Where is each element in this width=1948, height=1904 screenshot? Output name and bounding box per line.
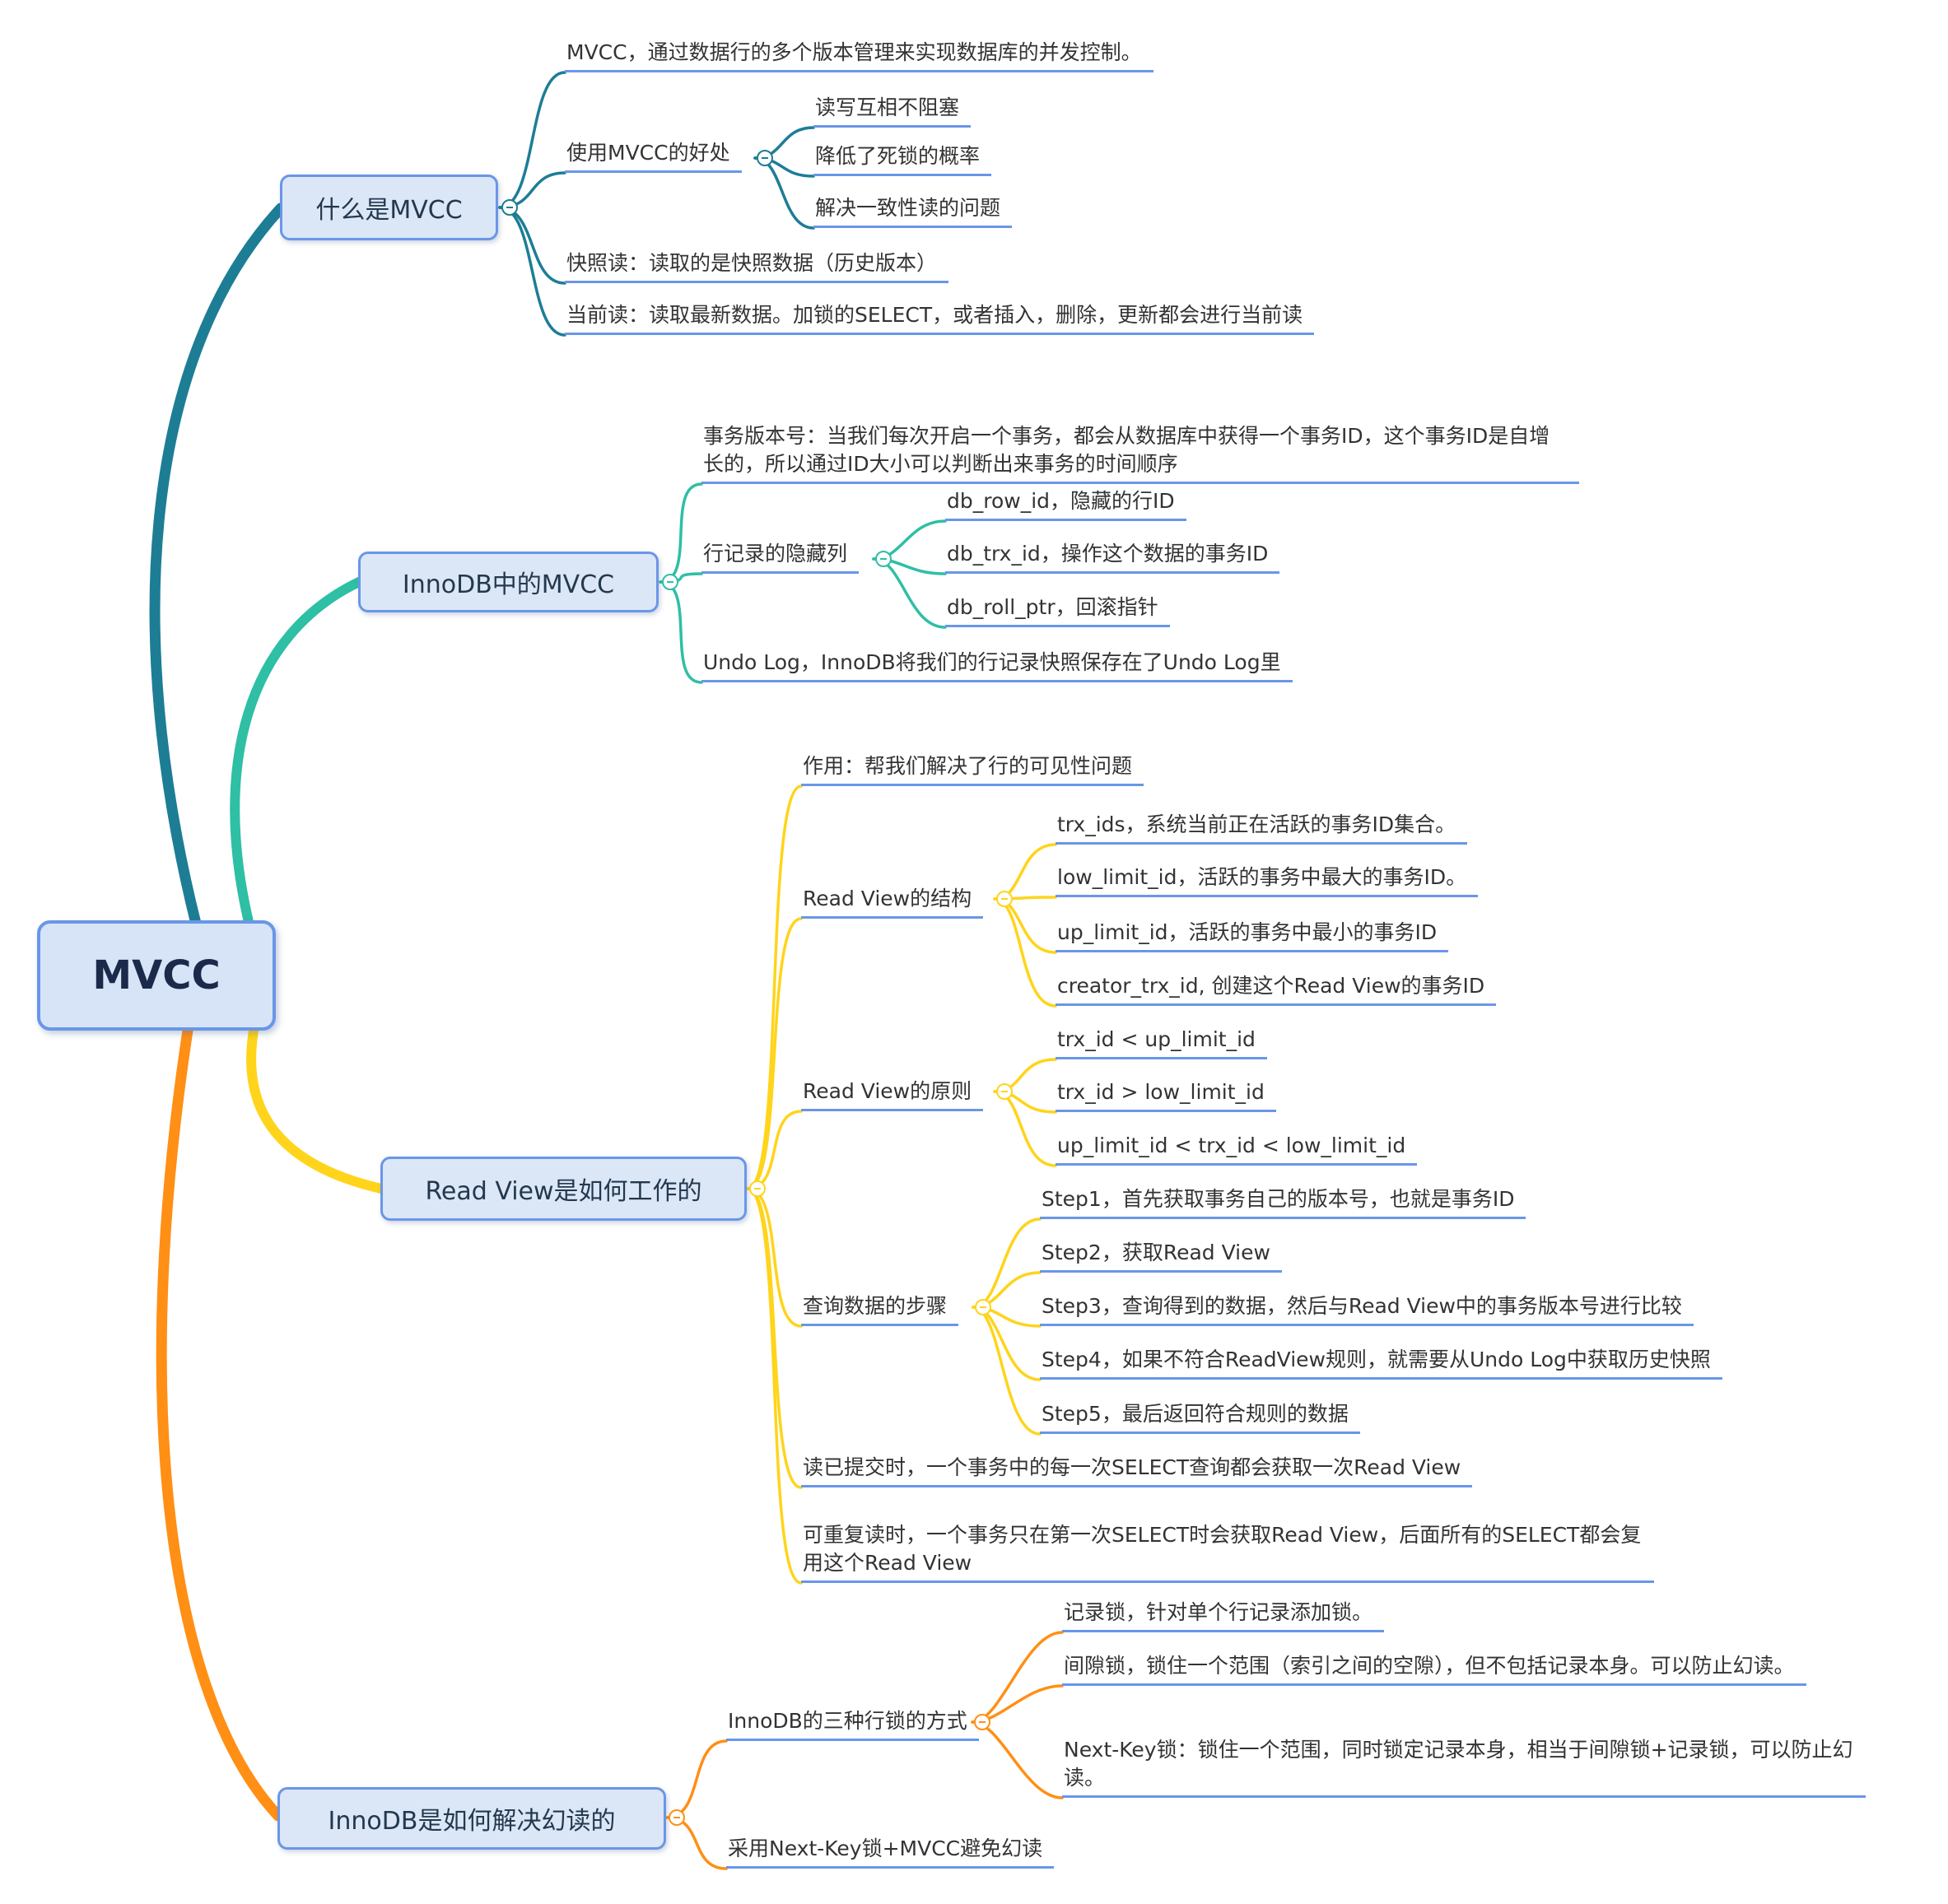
node-db-trx-id[interactable]: db_trx_id，操作这个数据的事务ID	[945, 540, 1280, 574]
node-creator-trx-id[interactable]: creator_trx_id, 创建这个Read View的事务ID	[1056, 972, 1497, 1006]
main-branch-curves	[149, 203, 386, 1822]
branch-curve-what-is-mvcc	[149, 203, 287, 929]
node-current-read[interactable]: 当前读：读取最新数据。加锁的SELECT，或者插入，删除，更新都会进行当前读	[565, 301, 1315, 335]
node-trx-version-number[interactable]: 事务版本号：当我们每次开启一个事务，都会从数据库中获得一个事务ID，这个事务ID…	[701, 422, 1579, 484]
connector-line	[746, 917, 803, 1190]
node-benefit-consistent-read[interactable]: 解决一致性读的问题	[813, 194, 1013, 228]
node-next-key-plus-mvcc[interactable]: 采用Next-Key锁+MVCC避免幻读	[726, 1835, 1055, 1869]
node-up-limit-id[interactable]: up_limit_id，活跃的事务中最小的事务ID	[1056, 919, 1449, 952]
node-next-key-lock[interactable]: Next-Key锁：锁住一个范围，同时锁定记录本身，相当于间隙锁+记录锁，可以防…	[1062, 1736, 1866, 1798]
collapse-icon[interactable]	[749, 1180, 766, 1197]
node-three-row-locks[interactable]: InnoDB的三种行锁的方式	[726, 1707, 979, 1741]
node-readview-rules[interactable]: Read View的原则	[801, 1078, 984, 1111]
node-readview-purpose[interactable]: 作用：帮我们解决了行的可见性问题	[801, 752, 1144, 786]
connector-line	[972, 1217, 1042, 1309]
node-gap-lock[interactable]: 间隙锁，锁住一个范围（索引之间的空隙），但不包括记录本身。可以防止幻读。	[1062, 1652, 1806, 1686]
collapse-icon[interactable]	[996, 891, 1013, 907]
connector-line	[746, 784, 803, 1190]
connectors-what-is-mvcc	[498, 71, 815, 337]
node-query-steps[interactable]: 查询数据的步骤	[801, 1292, 959, 1326]
node-read-committed[interactable]: 读已提交时，一个事务中的每一次SELECT查询都会获取一次Read View	[801, 1454, 1473, 1487]
collapse-icon[interactable]	[669, 1809, 685, 1826]
connectors-phantom-read	[665, 1631, 1064, 1870]
node-rule-gt-low-limit[interactable]: trx_id > low_limit_id	[1056, 1078, 1276, 1112]
topic-what-is-mvcc[interactable]: 什么是MVCC	[280, 175, 498, 240]
branch-curve-read-view	[246, 1026, 386, 1194]
connector-line	[498, 206, 566, 337]
connector-line	[971, 1631, 1064, 1724]
topic-innodb-mvcc[interactable]: InnoDB中的MVCC	[358, 552, 659, 612]
connector-line	[659, 580, 703, 684]
node-rule-lt-up-limit[interactable]: trx_id < up_limit_id	[1056, 1026, 1267, 1059]
node-trx-ids[interactable]: trx_ids，系统当前正在活跃的事务ID集合。	[1056, 811, 1468, 845]
collapse-icon[interactable]	[975, 1299, 991, 1315]
node-step4[interactable]: Step4，如果不符合ReadView规则，就需要从Undo Log中获取历史快…	[1040, 1346, 1722, 1380]
node-step3[interactable]: Step3，查询得到的数据，然后与Read View中的事务版本号进行比较	[1040, 1292, 1694, 1326]
node-rule-between[interactable]: up_limit_id < trx_id < low_limit_id	[1056, 1132, 1418, 1166]
node-step2[interactable]: Step2，获取Read View	[1040, 1239, 1282, 1273]
connector-line	[746, 1187, 803, 1585]
topic-read-view[interactable]: Read View是如何工作的	[380, 1157, 747, 1221]
root-topic-mvcc[interactable]: MVCC	[37, 920, 276, 1031]
node-db-row-id[interactable]: db_row_id，隐藏的行ID	[945, 487, 1186, 521]
node-record-lock[interactable]: 记录锁，针对单个行记录添加锁。	[1062, 1599, 1385, 1632]
node-repeatable-read[interactable]: 可重复读时，一个事务只在第一次SELECT时会获取Read View，后面所有的…	[801, 1521, 1654, 1583]
connector-line	[746, 1187, 803, 1489]
branch-curve-innodb-mvcc	[230, 577, 364, 927]
node-benefit-less-deadlock[interactable]: 降低了死锁的概率	[813, 142, 992, 176]
node-hidden-columns[interactable]: 行记录的隐藏列	[701, 540, 860, 574]
connector-line	[746, 1110, 803, 1190]
topic-phantom-read[interactable]: InnoDB是如何解决幻读的	[277, 1787, 666, 1850]
collapse-icon[interactable]	[875, 551, 892, 567]
collapse-icon[interactable]	[757, 150, 773, 166]
branch-curve-phantom-read	[156, 1025, 284, 1822]
node-step1[interactable]: Step1，首先获取事务自己的版本号，也就是事务ID	[1040, 1185, 1526, 1219]
node-benefit-no-block[interactable]: 读写互相不阻塞	[813, 94, 972, 128]
node-readview-structure[interactable]: Read View的结构	[801, 885, 984, 919]
collapse-icon[interactable]	[974, 1714, 990, 1730]
collapse-icon[interactable]	[996, 1083, 1013, 1100]
connector-line	[498, 71, 566, 209]
collapse-icon[interactable]	[501, 199, 518, 216]
connector-line	[971, 1720, 1064, 1799]
connector-line	[872, 557, 947, 629]
collapse-icon[interactable]	[662, 574, 678, 590]
node-mvcc-benefits[interactable]: 使用MVCC的好处	[565, 139, 742, 173]
connector-line	[665, 1739, 728, 1819]
connector-line	[746, 1187, 803, 1328]
node-snapshot-read[interactable]: 快照读：读取的是快照数据（历史版本）	[565, 249, 949, 283]
node-step5[interactable]: Step5，最后返回符合规则的数据	[1040, 1400, 1360, 1434]
node-low-limit-id[interactable]: low_limit_id，活跃的事务中最大的事务ID。	[1056, 864, 1479, 897]
node-db-roll-ptr[interactable]: db_roll_ptr，回滚指针	[945, 594, 1170, 627]
connector-line	[659, 482, 703, 584]
node-undo-log[interactable]: Undo Log，InnoDB将我们的行记录快照保存在了Undo Log里	[701, 649, 1293, 682]
node-mvcc-definition[interactable]: MVCC，通过数据行的多个版本管理来实现数据库的并发控制。	[565, 39, 1153, 72]
